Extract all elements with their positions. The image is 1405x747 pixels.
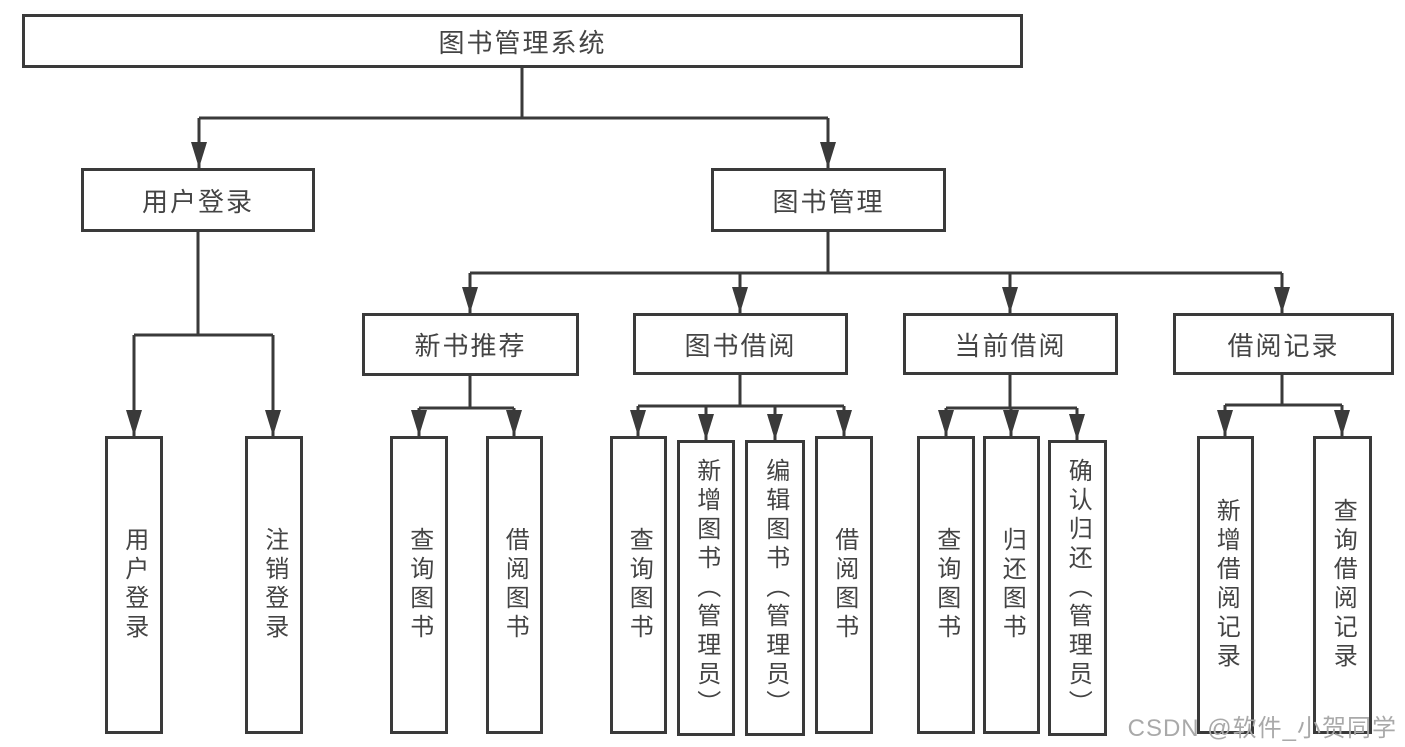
leaf-borrow-books-recommend: 借阅图书 — [486, 436, 543, 734]
leaf-query-books-borrowing: 查询图书 — [610, 436, 667, 734]
leaf-user-login: 用户登录 — [105, 436, 163, 734]
leaf-add-borrow-record: 新增借阅记录 — [1197, 436, 1254, 734]
node-current-borrowing: 当前借阅 — [903, 313, 1118, 375]
leaf-query-borrow-record: 查询借阅记录 — [1313, 436, 1372, 734]
leaf-logout: 注销登录 — [245, 436, 303, 734]
leaf-edit-books-admin: 编辑图书（管理员） — [745, 440, 805, 736]
csdn-watermark: CSDN @软件_小贺同学 — [1127, 715, 1397, 742]
leaf-add-books-admin: 新增图书（管理员） — [677, 440, 735, 736]
node-user-login: 用户登录 — [81, 168, 315, 232]
node-root: 图书管理系统 — [22, 14, 1023, 68]
node-book-management: 图书管理 — [711, 168, 946, 232]
node-new-book-recommendation: 新书推荐 — [362, 313, 579, 376]
leaf-query-books-recommend: 查询图书 — [390, 436, 448, 734]
node-borrow-records: 借阅记录 — [1173, 313, 1394, 375]
leaf-query-books-current: 查询图书 — [917, 436, 975, 734]
node-book-borrowing: 图书借阅 — [633, 313, 848, 375]
leaf-return-books: 归还图书 — [983, 436, 1040, 734]
leaf-confirm-return-admin: 确认归还（管理员） — [1048, 440, 1107, 736]
leaf-borrow-books-borrowing: 借阅图书 — [815, 436, 873, 734]
